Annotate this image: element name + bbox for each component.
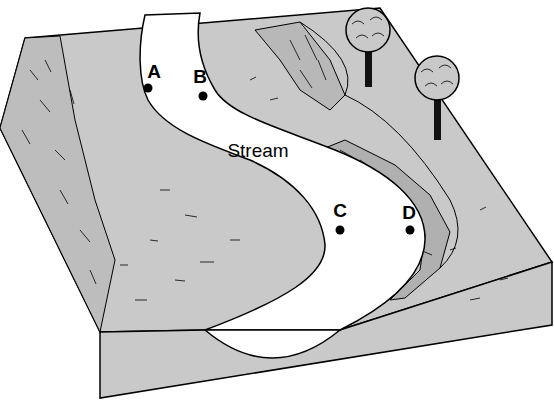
location-dot bbox=[406, 226, 415, 235]
trees bbox=[346, 8, 459, 140]
location-dots bbox=[144, 84, 415, 235]
upper-cliff bbox=[255, 22, 345, 110]
location-dot bbox=[144, 84, 153, 93]
point-letter: A bbox=[147, 62, 161, 81]
tree-crown bbox=[415, 56, 459, 100]
tree-trunk bbox=[434, 95, 441, 140]
left-slope bbox=[0, 36, 115, 332]
point-letter: C bbox=[333, 201, 347, 220]
land-surface bbox=[0, 8, 552, 332]
stream bbox=[140, 13, 425, 358]
point-letter: B bbox=[193, 67, 207, 86]
channel-cross-section bbox=[205, 330, 340, 358]
stream-channel bbox=[140, 13, 425, 330]
location-dot bbox=[336, 226, 345, 235]
stream-label: Stream bbox=[227, 141, 288, 160]
block-land bbox=[0, 8, 552, 398]
point-letter: D bbox=[402, 203, 416, 222]
slope-hatch bbox=[22, 60, 96, 284]
tree-crown bbox=[346, 8, 390, 52]
tree-crown-texture bbox=[352, 17, 384, 38]
location-dot bbox=[199, 92, 208, 101]
tree-crown-texture bbox=[421, 65, 453, 86]
